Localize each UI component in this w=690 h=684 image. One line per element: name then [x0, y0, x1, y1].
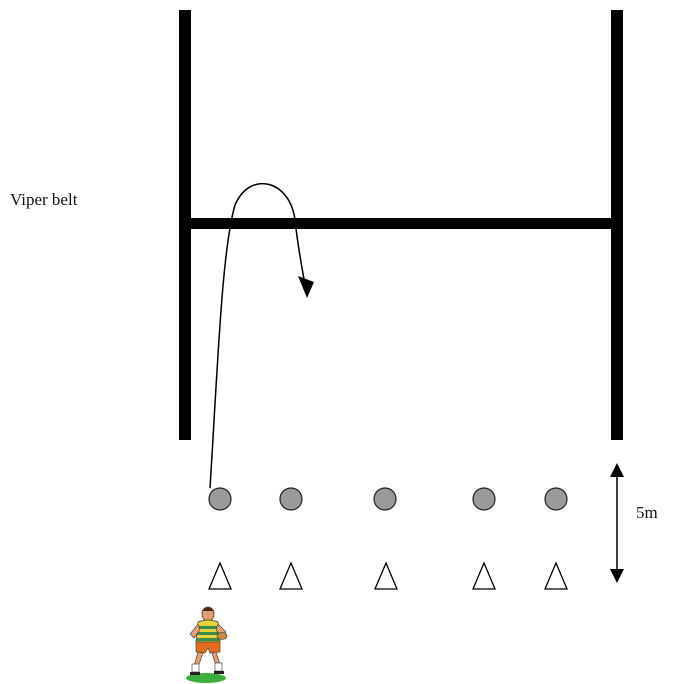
goalposts-icon	[179, 10, 623, 440]
cone-icon	[208, 561, 232, 590]
ball-marker-icon	[544, 487, 568, 511]
cone-icon	[472, 561, 496, 590]
rugby-player-icon	[186, 606, 228, 683]
cone-icon	[279, 561, 303, 590]
crossbar	[179, 218, 623, 229]
cone-icon	[374, 561, 398, 590]
cones	[208, 561, 568, 590]
ball-marker-icon	[472, 487, 496, 511]
ball-marker-icon	[279, 487, 303, 511]
run-path-arrowhead-icon	[298, 276, 314, 298]
viper-belt-label: Viper belt	[10, 190, 78, 209]
ball-markers	[208, 487, 568, 511]
cone-icon	[544, 561, 568, 590]
ball-marker-icon	[373, 487, 397, 511]
distance-double-arrow-icon	[610, 463, 624, 583]
run-path-arrow-icon	[209, 183, 307, 489]
ball-marker-icon	[208, 487, 232, 511]
distance-label: 5m	[636, 503, 658, 522]
